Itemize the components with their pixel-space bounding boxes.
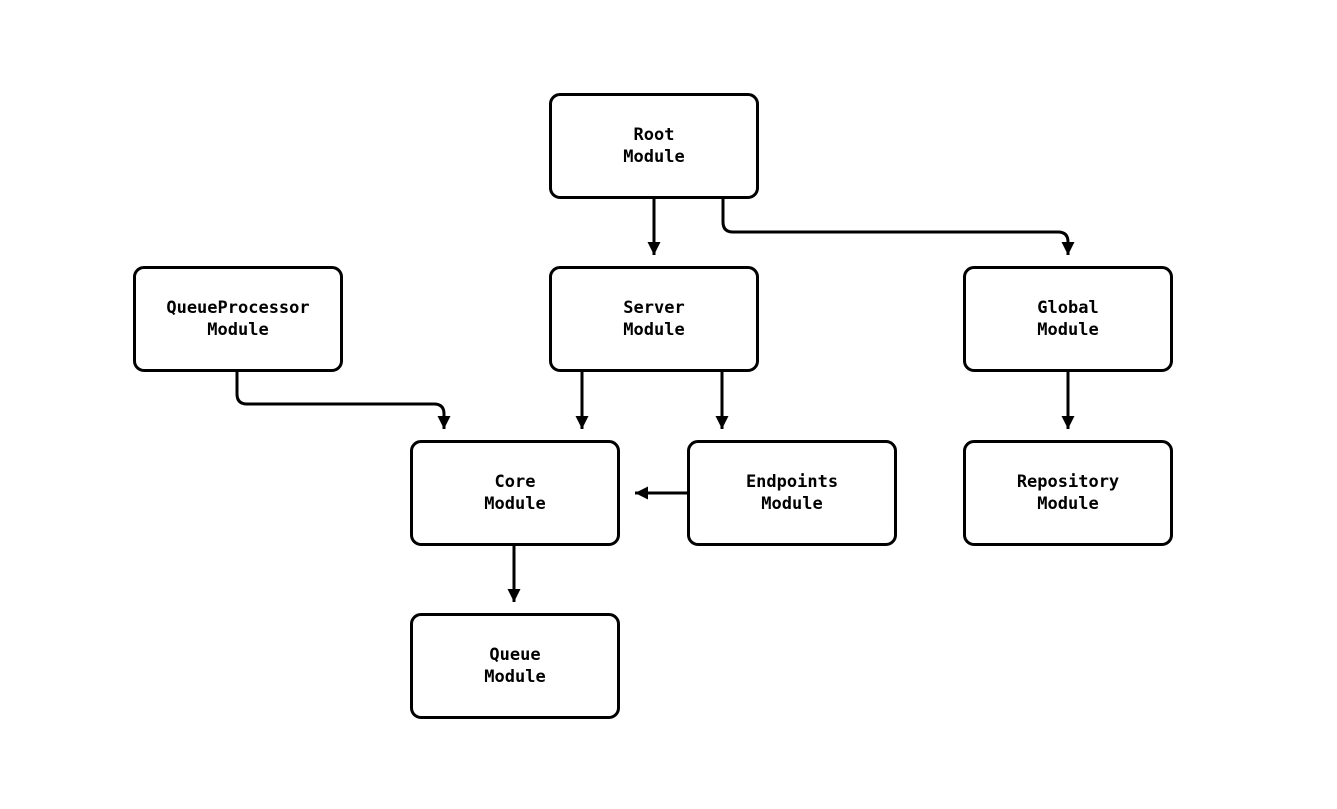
node-server-module-label-line2: Module — [623, 320, 685, 340]
node-core-module-label-line2: Module — [484, 494, 546, 514]
node-global-module-label-line2: Module — [1037, 320, 1099, 340]
node-endpoints-module-label-line1: Endpoints — [745, 472, 839, 492]
node-repository-module[interactable]: Repository Module — [963, 440, 1173, 546]
node-server-module[interactable]: Server Module — [549, 266, 759, 372]
node-repository-module-label-line2: Module — [1037, 494, 1099, 514]
node-queue-module-label-line1: Queue — [489, 645, 541, 665]
node-root-module-label-line1: Root — [633, 125, 675, 145]
node-core-module-label-line1: Core — [494, 472, 536, 492]
node-global-module-label-line1: Global — [1037, 298, 1099, 318]
edge-root-to-global — [721, 199, 1075, 255]
node-queue-module-label-line2: Module — [484, 667, 546, 687]
node-queue-module[interactable]: Queue Module — [410, 613, 620, 719]
node-global-module[interactable]: Global Module — [963, 266, 1173, 372]
node-repository-module-label-line1: Repository — [1016, 472, 1120, 492]
node-root-module-label-line2: Module — [623, 147, 685, 167]
node-endpoints-module-label-line2: Module — [761, 494, 823, 514]
node-queueprocessor-module[interactable]: QueueProcessor Module — [133, 266, 343, 372]
node-queueprocessor-module-label-line1: QueueProcessor — [166, 298, 310, 318]
node-endpoints-module[interactable]: Endpoints Module — [687, 440, 897, 546]
node-server-module-label-line1: Server — [623, 298, 685, 318]
node-queueprocessor-module-label-line2: Module — [207, 320, 269, 340]
edge-queueprocessor-to-core — [235, 372, 451, 429]
node-root-module[interactable]: Root Module — [549, 93, 759, 199]
node-core-module[interactable]: Core Module — [410, 440, 620, 546]
